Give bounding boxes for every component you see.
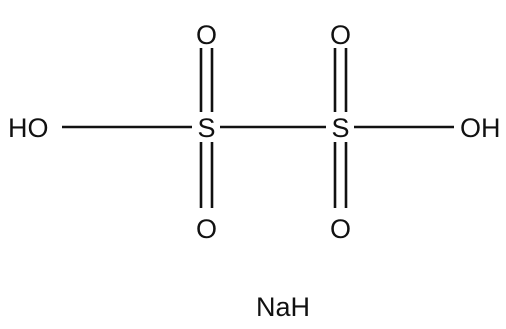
atom-labels: HO S S OH O O O O NaH	[8, 20, 501, 322]
atom-label-o-top-left: O	[196, 20, 217, 50]
atom-label-ho-left: HO	[8, 113, 49, 143]
atom-label-oh-right: OH	[460, 113, 501, 143]
atom-label-o-bottom-right: O	[330, 214, 351, 244]
double-bond-s-left-o-top	[199, 48, 214, 112]
bonds	[62, 48, 454, 208]
atom-label-s-right: S	[331, 113, 349, 143]
double-bond-s-right-o-bottom	[333, 142, 348, 208]
counterion-label: NaH	[256, 292, 310, 322]
double-bond-s-right-o-top	[333, 48, 348, 112]
atom-label-o-bottom-left: O	[196, 214, 217, 244]
atom-label-o-top-right: O	[330, 20, 351, 50]
atom-label-s-left: S	[197, 113, 215, 143]
double-bond-s-left-o-bottom	[199, 142, 214, 208]
